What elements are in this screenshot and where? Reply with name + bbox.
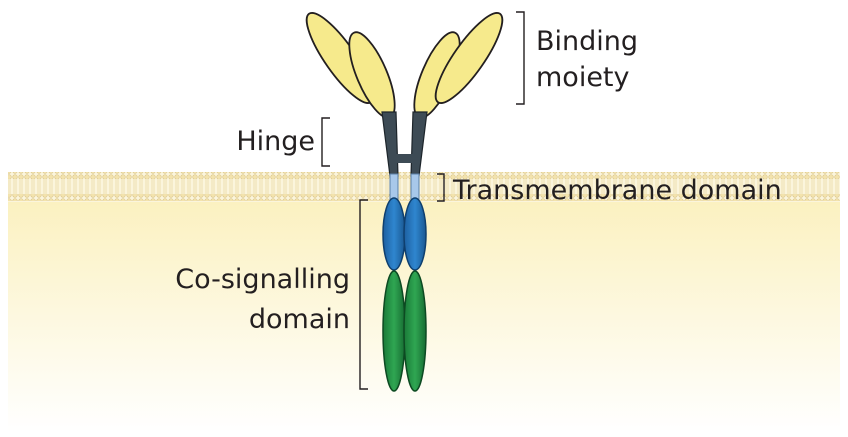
hinge-left	[382, 112, 398, 176]
transmembrane-label: Transmembrane domain	[452, 175, 782, 206]
cosignalling-label-line1: Co-signalling	[175, 264, 350, 295]
signal-domain-left	[383, 271, 405, 391]
hinge-disulfide-bond	[396, 154, 413, 163]
costim-domain-left	[383, 198, 405, 270]
binding-moiety-label-line1: Binding	[536, 26, 638, 57]
hinge-bracket	[322, 118, 330, 166]
cosignalling-label-line2: domain	[249, 304, 350, 335]
costim-domain-right	[404, 198, 426, 270]
hinge-right	[411, 112, 427, 176]
binding-moiety-bracket	[516, 12, 524, 104]
binding-moiety-label-line2: moiety	[536, 62, 630, 93]
hinge-label: Hinge	[236, 126, 315, 157]
signal-domain-right	[404, 271, 426, 391]
